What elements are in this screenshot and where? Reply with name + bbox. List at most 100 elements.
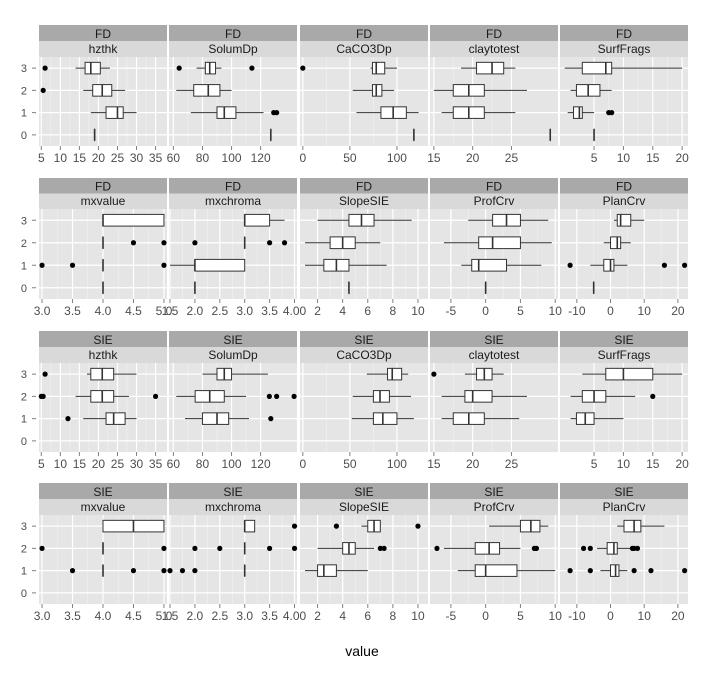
outlier-sie-hzthk-row2-y2-2: [153, 394, 158, 399]
x-tick-label-sie-slopesie-row3-1: 4: [339, 609, 346, 623]
outlier-sie-plancrv-row3-y2-0: [581, 546, 586, 551]
y-tick-label-sie-row3-2: 2: [21, 543, 27, 555]
strip-variable-label-fd-hzthk-row0: hzthk: [89, 42, 119, 56]
x-tick-label-fd-profcrv-row1-2: 5: [517, 304, 524, 318]
strip-group-label-sie-mxvalue-row3: SIE: [93, 485, 112, 499]
x-tick-label-fd-solumdp-row0-3: 120: [251, 151, 271, 165]
x-tick-label-fd-claytotest-row0-2: 25: [505, 151, 519, 165]
x-tick-label-fd-mxchroma-row1-2: 2.5: [211, 304, 228, 318]
x-tick-label-fd-slopesie-row1-0: 2: [314, 304, 321, 318]
x-tick-label-fd-profcrv-row1-0: -5: [446, 304, 457, 318]
panel-bg-sie-caco3dp-row2: [300, 363, 428, 452]
strip-group-label-fd-plancrv-row1: FD: [616, 180, 632, 194]
outlier-sie-mxchroma-row3-y2-0: [192, 546, 197, 551]
box-fd-surffrags-row0-y1: [574, 107, 583, 119]
x-tick-label-sie-hzthk-row2-4: 25: [111, 457, 125, 471]
strip-group-label-fd-mxvalue-row1: FD: [95, 180, 111, 194]
strip-group-label-sie-caco3dp-row2: SIE: [354, 333, 373, 347]
x-tick-label-fd-plancrv-row1-0: -10: [568, 304, 586, 318]
x-tick-label-sie-mxvalue-row3-3: 4.5: [125, 609, 142, 623]
strip-group-label-fd-surffrags-row0: FD: [616, 27, 632, 41]
x-tick-label-sie-plancrv-row3-1: 0: [607, 609, 614, 623]
x-tick-label-fd-profcrv-row1-3: 10: [549, 304, 563, 318]
x-tick-label-sie-hzthk-row2-1: 10: [54, 457, 68, 471]
x-tick-label-fd-solumdp-row0-0: 60: [167, 151, 181, 165]
strip-variable-label-fd-profcrv-row1: ProfCrv: [474, 194, 515, 208]
x-tick-label-sie-mxchroma-row3-0: 1.5: [162, 609, 179, 623]
x-tick-label-sie-solumdp-row2-0: 60: [167, 457, 181, 471]
panel-bg-fd-hzthk-row0: [39, 57, 167, 146]
strip-variable-label-fd-surffrags-row0: SurfFrags: [598, 42, 651, 56]
strip-variable-label-sie-plancrv-row3: PlanCrv: [603, 500, 646, 514]
x-tick-label-sie-caco3dp-row2-2: 100: [387, 457, 407, 471]
box-fd-hzthk-row0-y3: [85, 62, 100, 74]
outlier-sie-mxvalue-row3-y1-0: [70, 568, 75, 573]
y-tick-label-fd-row0-1: 1: [21, 108, 27, 120]
outlier-sie-surffrags-row2-y2-0: [650, 394, 655, 399]
strip-variable-label-fd-mxvalue-row1: mxvalue: [81, 194, 126, 208]
outlier-sie-mxvalue-row3-y2-1: [161, 546, 166, 551]
outlier-fd-mxvalue-row1-y1-0: [39, 263, 44, 268]
x-tick-label-sie-hzthk-row2-5: 30: [130, 457, 144, 471]
x-tick-label-fd-slopesie-row1-3: 8: [390, 304, 397, 318]
x-tick-label-fd-claytotest-row0-1: 20: [466, 151, 480, 165]
strip-group-label-fd-claytotest-row0: FD: [486, 27, 502, 41]
y-tick-label-fd-row1-1: 1: [21, 260, 27, 272]
y-tick-label-sie-row2-3: 3: [21, 369, 27, 381]
x-tick-label-fd-caco3dp-row0-1: 50: [343, 151, 357, 165]
strip-group-label-sie-profcrv-row3: SIE: [484, 485, 503, 499]
x-tick-label-fd-hzthk-row0-1: 10: [54, 151, 68, 165]
x-tick-label-fd-surffrags-row0-0: 5: [591, 151, 598, 165]
outlier-fd-solumdp-row0-y3-0: [177, 66, 182, 71]
x-tick-label-fd-claytotest-row0-0: 15: [427, 151, 441, 165]
x-tick-label-fd-mxvalue-row1-0: 3.0: [34, 304, 51, 318]
panel-bg-fd-mxchroma-row1: [169, 209, 297, 299]
box-fd-solumdp-row0-y2: [194, 85, 220, 97]
x-tick-label-sie-profcrv-row3-1: 0: [482, 609, 489, 623]
box-sie-profcrv-row3-y1: [475, 565, 517, 577]
y-tick-label-fd-row1-2: 2: [21, 238, 27, 250]
box-sie-caco3dp-row2-y1: [373, 413, 397, 425]
strip-variable-label-sie-solumdp-row2: SolumDp: [208, 348, 258, 362]
outlier-sie-solumdp-row2-y2-1: [274, 394, 279, 399]
box-fd-plancrv-row1-y1: [604, 259, 614, 271]
outlier-sie-plancrv-row3-y2-4: [635, 546, 640, 551]
x-tick-label-sie-solumdp-row2-3: 120: [251, 457, 271, 471]
panel-bg-fd-caco3dp-row0: [300, 57, 428, 146]
outlier-sie-plancrv-row3-y1-0: [568, 568, 573, 573]
x-tick-label-fd-mxvalue-row1-2: 4.0: [95, 304, 112, 318]
strip-variable-label-sie-surffrags-row2: SurfFrags: [598, 348, 651, 362]
x-tick-label-sie-hzthk-row2-2: 15: [73, 457, 87, 471]
outlier-fd-mxvalue-row1-y1-1: [70, 263, 75, 268]
x-tick-label-sie-slopesie-row3-2: 6: [364, 609, 371, 623]
outlier-sie-plancrv-row3-y1-2: [632, 568, 637, 573]
y-tick-label-sie-row2-2: 2: [21, 391, 27, 403]
outlier-sie-claytotest-row2-y3-0: [431, 372, 436, 377]
y-tick-label-sie-row3-1: 1: [21, 566, 27, 578]
x-tick-label-fd-plancrv-row1-1: 0: [607, 304, 614, 318]
outlier-fd-mxvalue-row1-y2-0: [131, 240, 136, 245]
box-sie-plancrv-row3-y1: [611, 565, 619, 577]
x-tick-label-sie-mxvalue-row3-0: 3.0: [34, 609, 51, 623]
strip-group-label-fd-profcrv-row1: FD: [486, 180, 502, 194]
x-tick-label-sie-hzthk-row2-0: 5: [38, 457, 45, 471]
y-tick-label-sie-row3-0: 0: [21, 588, 27, 600]
strip-variable-label-fd-caco3dp-row0: CaCO3Dp: [336, 42, 392, 56]
strip-variable-label-sie-mxvalue-row3: mxvalue: [81, 500, 126, 514]
x-tick-label-fd-mxchroma-row1-4: 3.5: [261, 304, 278, 318]
y-tick-label-fd-row0-0: 0: [21, 130, 27, 142]
x-tick-label-sie-caco3dp-row2-1: 50: [343, 457, 357, 471]
strip-variable-label-sie-claytotest-row2: claytotest: [469, 348, 520, 362]
outlier-sie-solumdp-row2-y2-2: [291, 394, 296, 399]
x-tick-label-fd-solumdp-row0-2: 100: [222, 151, 242, 165]
x-tick-label-sie-mxvalue-row3-1: 3.5: [64, 609, 81, 623]
x-tick-label-sie-mxchroma-row3-3: 3.0: [236, 609, 253, 623]
x-tick-label-fd-mxchroma-row1-1: 2.0: [187, 304, 204, 318]
box-sie-caco3dp-row2-y2: [373, 391, 389, 403]
x-tick-label-sie-surffrags-row2-3: 20: [675, 457, 689, 471]
y-tick-label-fd-row0-2: 2: [21, 85, 27, 97]
x-tick-label-fd-surffrags-row0-3: 20: [675, 151, 689, 165]
x-tick-label-sie-profcrv-row3-2: 5: [517, 609, 524, 623]
x-tick-label-sie-solumdp-row2-1: 80: [196, 457, 210, 471]
strip-group-label-sie-surffrags-row2: SIE: [614, 333, 633, 347]
